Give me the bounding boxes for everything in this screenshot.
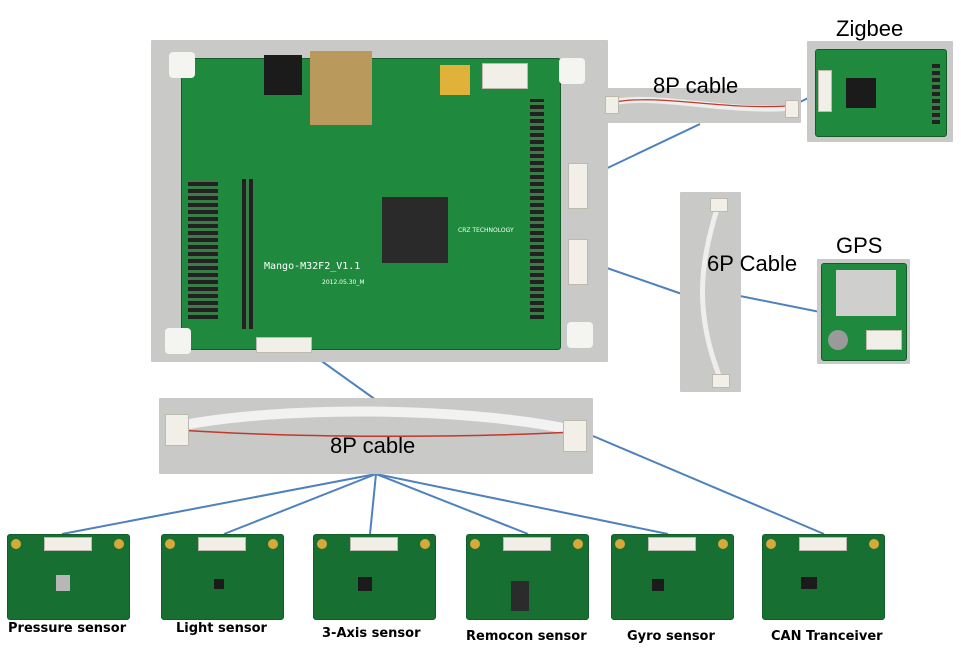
3axis-sensor-caption: 3-Axis sensor (322, 626, 421, 641)
3axis-connector (350, 537, 398, 551)
light-sensor-caption: Light sensor (176, 621, 267, 636)
can-tranceiver-caption: CAN Tranceiver (771, 629, 883, 644)
light-connector (198, 537, 246, 551)
cable-8p-main-wire (178, 406, 575, 438)
can-hole-tl (766, 539, 776, 549)
3axis-hole-tr (420, 539, 430, 549)
3axis-chip (358, 577, 372, 591)
standoff-tr (559, 58, 585, 84)
board-silk-date: 2012.05.30_M (322, 279, 365, 286)
remocon-connector (503, 537, 551, 551)
zigbee-pcb (815, 49, 947, 137)
line-8p-to-can (592, 435, 825, 535)
zigbee-chip (846, 78, 876, 108)
gyro-chip (652, 579, 664, 591)
pressure-sensor-caption: Pressure sensor (8, 621, 127, 636)
header-mid (242, 179, 254, 329)
gps-port (568, 239, 588, 285)
gyro-sensor-board (611, 534, 734, 620)
remocon-hole-tl (470, 539, 480, 549)
gps-connector (866, 330, 902, 350)
zigbee-port (568, 163, 588, 209)
cable-8p-top-plug-left (605, 96, 619, 114)
light-chip (214, 579, 224, 589)
zigbee-label: Zigbee (836, 16, 904, 41)
cable-8p-top-label: 8P cable (653, 73, 739, 98)
cable-8p-top-plug-right (785, 100, 799, 118)
gyro-hole-tl (615, 539, 625, 549)
board-silk-brand: CRZ TECHNOLOGY (458, 227, 514, 234)
header-left (188, 179, 218, 319)
standoff-br (567, 322, 593, 348)
zigbee-pads (932, 64, 940, 124)
standoff-bl (165, 328, 191, 354)
light-sensor-board (161, 534, 284, 620)
line-8p-to-remocon (375, 473, 529, 535)
uart-connector-top (482, 63, 528, 89)
gps-photo (817, 259, 910, 364)
gyro-sensor-caption: Gyro sensor (627, 629, 715, 644)
3axis-hole-tl (317, 539, 327, 549)
ethernet-jack (310, 51, 372, 125)
mcu-chip (382, 197, 448, 263)
pressure-sensor-board (7, 534, 130, 620)
remocon-ir-receiver (511, 581, 529, 611)
pressure-chip (56, 575, 70, 591)
light-hole-tr (268, 539, 278, 549)
line-8p-to-3axis (369, 473, 377, 535)
cable-8p-main-label: 8P cable (330, 433, 416, 458)
cable-8p-main-plug-right (563, 420, 587, 452)
gyro-hole-tr (718, 539, 728, 549)
gps-battery (828, 330, 848, 350)
can-chip (801, 577, 817, 589)
remocon-sensor-board (466, 534, 589, 620)
3axis-sensor-board (313, 534, 436, 620)
usb-connector (440, 65, 470, 95)
cable-6p-plug-bottom (712, 374, 730, 388)
gps-label: GPS (836, 233, 883, 258)
cable-6p-wire (700, 205, 723, 379)
remocon-hole-tr (573, 539, 583, 549)
light-hole-tl (165, 539, 175, 549)
standoff-tl (169, 52, 195, 78)
cable-6p-plug-top (710, 198, 728, 212)
pressure-hole-tr (114, 539, 124, 549)
can-hole-tr (869, 539, 879, 549)
main-board-pcb: Mango-M32F2_V1.1 2012.05.30_M CRZ TECHNO… (181, 51, 588, 353)
gps-module (836, 270, 896, 316)
board-silk-title: Mango-M32F2_V1.1 (264, 261, 361, 272)
cable-6p-label: 6P Cable (707, 251, 798, 276)
zigbee-photo (807, 41, 953, 142)
can-connector (799, 537, 847, 551)
gyro-connector (648, 537, 696, 551)
header-right (530, 99, 544, 319)
line-8p-to-pressure (61, 473, 377, 535)
cable-6p-photo (680, 192, 741, 392)
line-6p-to-gps (739, 295, 821, 313)
can-tranceiver-board (762, 534, 885, 620)
zigbee-connector (818, 70, 832, 112)
power-jack (264, 55, 302, 95)
cable-8p-top-photo (601, 88, 801, 123)
line-8p-to-light (223, 473, 377, 535)
line-8p-to-gyro (375, 473, 669, 535)
cable-8p-top-wire (614, 96, 788, 112)
sensor-port (256, 337, 312, 353)
remocon-sensor-caption: Remocon sensor (466, 629, 587, 644)
cable-8p-main-photo (159, 398, 593, 474)
cable-8p-main-plug-left (165, 414, 189, 446)
gps-pcb (821, 263, 907, 361)
pressure-connector (44, 537, 92, 551)
main-board-photo: Mango-M32F2_V1.1 2012.05.30_M CRZ TECHNO… (151, 40, 608, 362)
pressure-hole-tl (11, 539, 21, 549)
